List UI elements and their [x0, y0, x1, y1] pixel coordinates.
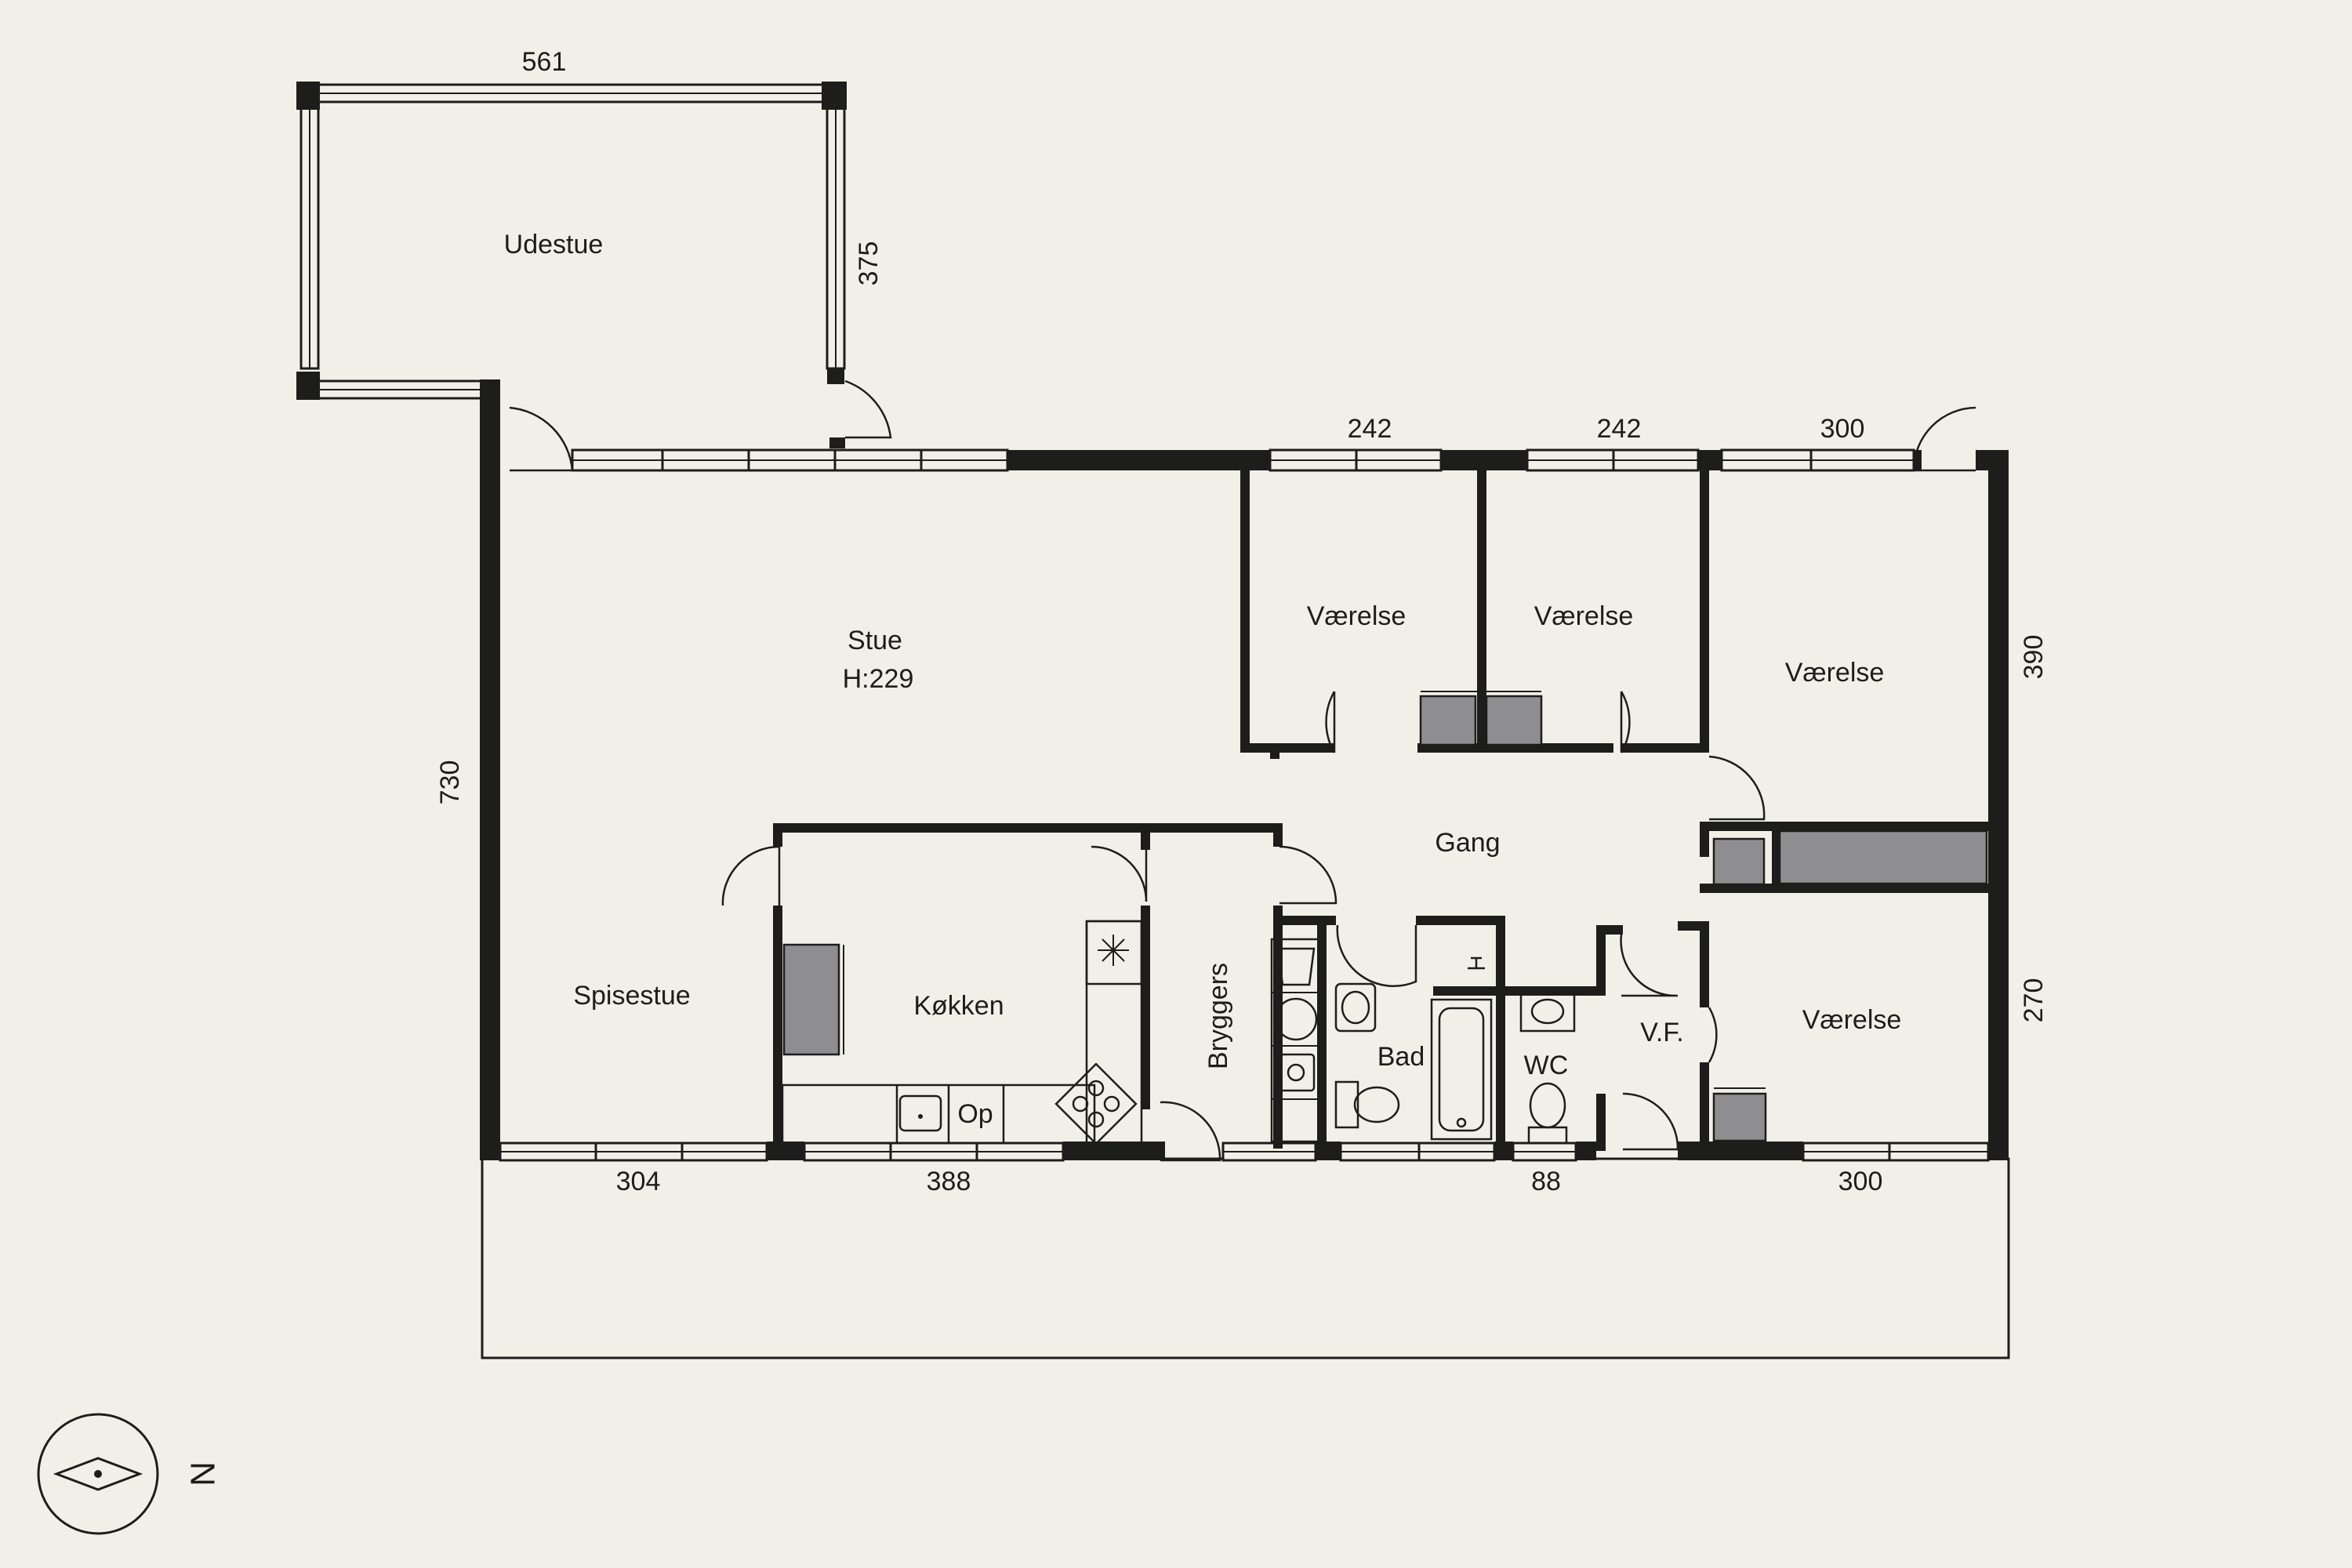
compass-north-label: N	[184, 1461, 223, 1486]
room-label-vf: V.F.	[1640, 1018, 1683, 1047]
dimension-bottom-3: 88	[1531, 1167, 1561, 1196]
dimension-room3-width: 300	[1820, 414, 1865, 444]
terrace-outline	[481, 1157, 2010, 1359]
dimension-labels: 561 375 730 242 242 300 390 270 304 388 …	[435, 47, 2049, 1196]
room-labels: Udestue Stue H:229 Værelse Værelse Værel…	[504, 230, 1902, 1129]
dimension-room2-width: 242	[1597, 414, 1642, 444]
freezer-icon	[1098, 935, 1129, 966]
room-label-stue: Stue	[848, 626, 902, 655]
room-label-vaerelse-4: Værelse	[1802, 1005, 1902, 1035]
wc-toilet-icon	[1529, 1082, 1566, 1129]
bad-sink-icon	[1341, 990, 1370, 1025]
bathtub-icon	[1438, 1007, 1485, 1132]
room-label-vaerelse-3: Værelse	[1785, 658, 1885, 688]
exterior-walls	[480, 379, 2009, 1162]
room-label-bryggers: Bryggers	[1203, 963, 1233, 1069]
bad-toilet-icon	[1353, 1086, 1400, 1123]
compass-icon	[37, 1413, 159, 1535]
tap-icon	[1468, 956, 1485, 970]
room-label-vaerelse-2: Værelse	[1534, 601, 1634, 631]
conservatory	[296, 82, 892, 448]
dimension-bottom-4: 300	[1838, 1167, 1883, 1196]
room-label-op: Op	[957, 1099, 993, 1129]
room-label-vaerelse-1: Værelse	[1307, 601, 1406, 631]
conservatory-door	[844, 379, 892, 439]
doors	[509, 406, 1976, 1162]
dimension-room4-depth: 270	[2019, 978, 2049, 1023]
room-label-spisestue: Spisestue	[573, 981, 690, 1011]
dimension-udestue-depth: 375	[854, 241, 884, 286]
kitchen-fixtures	[781, 920, 1143, 1145]
cabinets	[782, 691, 1988, 1142]
room-label-bad: Bad	[1377, 1042, 1425, 1072]
dimension-room1-width: 242	[1348, 414, 1392, 444]
dimension-bottom-1: 304	[616, 1167, 661, 1196]
dimension-house-depth: 730	[435, 760, 465, 805]
dimension-udestue-width: 561	[522, 47, 567, 77]
room-label-gang: Gang	[1435, 828, 1500, 858]
room-label-udestue: Udestue	[504, 230, 604, 260]
stove-icon	[1054, 1062, 1138, 1145]
room-label-stue-height: H:229	[843, 664, 914, 694]
utility-sink-icon	[1276, 947, 1316, 986]
washer-icon	[1274, 997, 1318, 1041]
room-label-wc: WC	[1524, 1051, 1569, 1080]
kitchen-sink-icon	[898, 1094, 942, 1132]
wc-sink-icon	[1530, 998, 1565, 1025]
dimension-bottom-2: 388	[927, 1167, 971, 1196]
room-label-koekken: Køkken	[913, 991, 1004, 1021]
dimension-room3-depth: 390	[2019, 635, 2049, 680]
utility-fixtures	[1270, 938, 1576, 1145]
